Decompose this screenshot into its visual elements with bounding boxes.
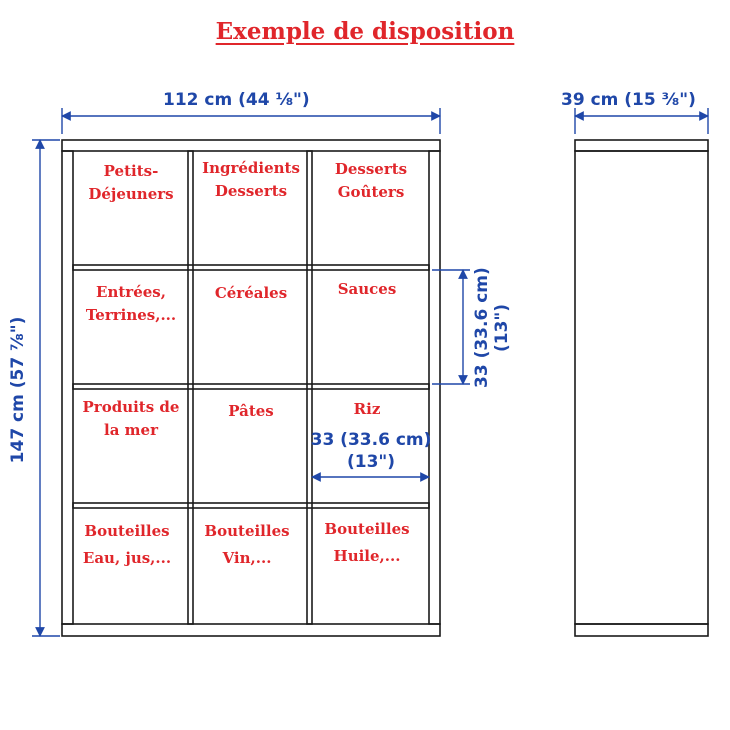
cell-height-label-line1: 33 (33.6 cm) <box>472 267 492 388</box>
cell-label-line: Desserts <box>214 182 288 200</box>
bottom-board <box>61 623 441 637</box>
side-top-board <box>574 139 709 152</box>
cell-label: Entrées, Terrines,... <box>73 281 189 327</box>
cell-height-label-line2: (13") <box>492 303 512 353</box>
cell-label: Pâtes <box>193 400 309 423</box>
top-board <box>61 139 441 152</box>
horizontal-shelf-3 <box>72 502 430 509</box>
cell-label-line: Vin,... <box>222 549 272 567</box>
cell-label-line: Ingrédients <box>202 159 300 177</box>
front-view-shelf <box>61 139 441 637</box>
cell-label-line: Terrines,... <box>85 306 177 324</box>
cell-label-line: Sauces <box>337 280 397 298</box>
dimension-lines <box>32 108 709 637</box>
cell-label-line: Entrées, <box>96 283 166 301</box>
side-view-shelf <box>574 139 709 637</box>
cell-label: Sauces <box>309 278 425 301</box>
vertical-divider-2 <box>306 150 313 625</box>
page-title: Exemple de disposition <box>215 18 515 45</box>
cell-width-label-line1: 33 (33.6 cm) <box>310 430 432 450</box>
cell-label-line: Eau, jus,... <box>82 549 172 567</box>
cell-label-line: Riz <box>353 400 381 418</box>
cell-label-line: Huile,... <box>333 547 401 565</box>
cell-label-line: Céréales <box>214 284 288 302</box>
depth-label: 39 cm (15 ⅜") <box>561 90 696 110</box>
vertical-divider-1 <box>187 150 194 625</box>
cell-label-line: Bouteilles <box>204 522 290 540</box>
side-panel <box>574 150 709 625</box>
width-label: 112 cm (44 ⅛") <box>163 90 310 110</box>
horizontal-shelf-1 <box>72 264 430 271</box>
cell-width-label-line2: (13") <box>346 452 396 472</box>
cell-label-line: Produits de <box>82 398 180 416</box>
cell-label: Produits de la mer <box>73 396 189 442</box>
cell-label-line: Déjeuners <box>88 185 174 203</box>
cell-label-line: Pâtes <box>228 402 274 420</box>
cell-label: Céréales <box>193 282 309 305</box>
cell-label-line: Goûters <box>337 183 405 201</box>
cell-label-line: la mer <box>104 421 158 439</box>
cell-label: Petits- Déjeuners <box>73 160 189 206</box>
cell-label-line: Bouteilles <box>84 522 170 540</box>
cell-label-line: Petits- <box>103 162 159 180</box>
height-label: 147 cm (57 ⅞") <box>8 316 28 464</box>
cell-label-line: Bouteilles <box>324 520 410 538</box>
horizontal-shelf-2 <box>72 383 430 390</box>
right-side-panel <box>428 150 441 625</box>
side-bottom-board <box>574 623 709 637</box>
cell-label-line: Desserts <box>334 160 408 178</box>
cell-label: Riz <box>309 398 425 421</box>
